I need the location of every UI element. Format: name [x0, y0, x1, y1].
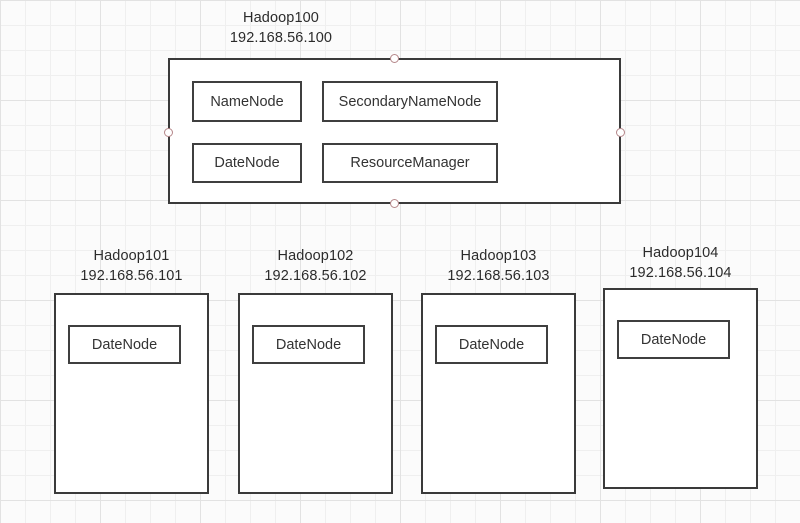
connection-handle-left[interactable] [164, 128, 173, 137]
worker-caption-hostname: Hadoop104 [642, 245, 719, 261]
worker-caption-hostname: Hadoop101 [93, 248, 170, 264]
connection-handle-right[interactable] [616, 128, 625, 137]
node-label: DateNode [214, 155, 280, 171]
worker-caption-hostname: Hadoop103 [460, 248, 537, 264]
node-label: DateNode [458, 336, 525, 353]
node-box-datenode-hadoop104[interactable]: DateNode [617, 320, 730, 359]
master-caption-ip: 192.168.56.100 [229, 30, 333, 46]
connection-handle-bottom[interactable] [390, 199, 399, 208]
node-label: DateNode [640, 331, 707, 348]
node-label: DateNode [275, 336, 342, 353]
worker-caption-hostname: Hadoop102 [277, 248, 354, 264]
master-caption-hostname: Hadoop100 [243, 10, 319, 26]
worker-caption-ip: 192.168.56.101 [80, 268, 183, 284]
node-label: NameNode [210, 93, 284, 110]
worker-caption-hadoop102: Hadoop102 192.168.56.102 [238, 246, 393, 286]
worker-caption-hadoop104: Hadoop104 192.168.56.104 [603, 243, 758, 283]
node-label: ResourceManager [350, 155, 470, 171]
worker-caption-ip: 192.168.56.104 [629, 265, 732, 281]
node-box-secondarynamenode[interactable]: SecondaryNameNode [322, 81, 498, 122]
node-box-datenode-hadoop102[interactable]: DateNode [252, 325, 365, 364]
worker-caption-hadoop101: Hadoop101 192.168.56.101 [54, 246, 209, 286]
node-box-namenode[interactable]: NameNode [192, 81, 302, 122]
worker-caption-hadoop103: Hadoop103 192.168.56.103 [421, 246, 576, 286]
host-box-hadoop101[interactable] [54, 293, 209, 494]
host-box-hadoop104[interactable] [603, 288, 758, 489]
node-box-datenode-hadoop103[interactable]: DateNode [435, 325, 548, 364]
host-box-hadoop102[interactable] [238, 293, 393, 494]
node-box-datenode-master[interactable]: DateNode [192, 143, 302, 183]
host-box-hadoop103[interactable] [421, 293, 576, 494]
connection-handle-top[interactable] [390, 54, 399, 63]
node-label: SecondaryNameNode [338, 93, 482, 110]
node-box-resourcemanager[interactable]: ResourceManager [322, 143, 498, 183]
node-label: DateNode [91, 336, 158, 353]
worker-caption-ip: 192.168.56.103 [447, 268, 550, 284]
master-caption: Hadoop100 192.168.56.100 [168, 8, 394, 48]
node-box-datenode-hadoop101[interactable]: DateNode [68, 325, 181, 364]
worker-caption-ip: 192.168.56.102 [264, 268, 367, 284]
